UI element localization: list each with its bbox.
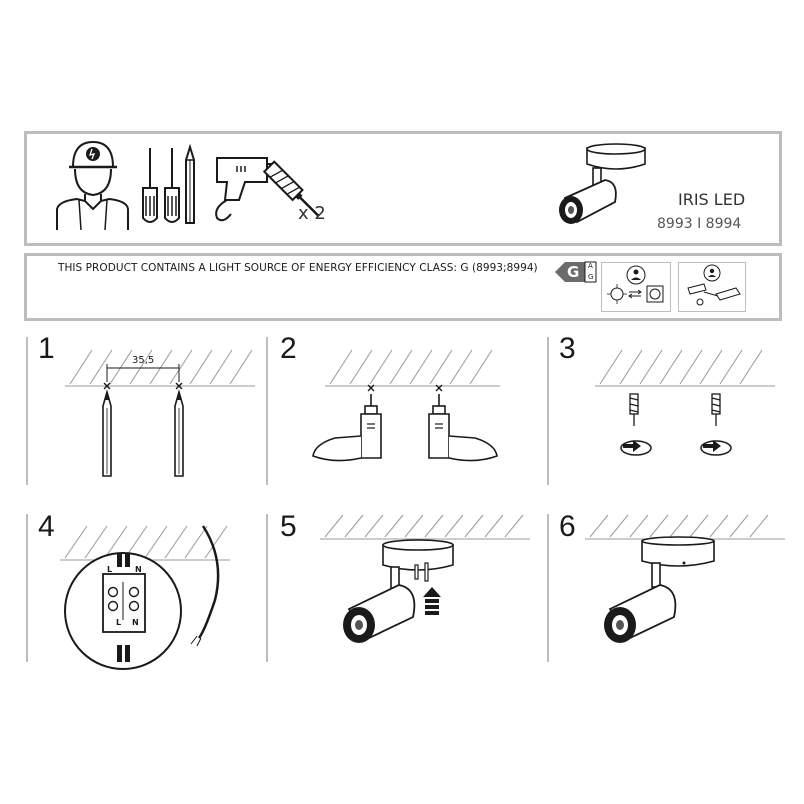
step-number: 6 <box>559 510 576 543</box>
step-number: 3 <box>559 332 576 365</box>
light-source-replaceable-icon <box>601 262 671 312</box>
hole-spacing-dimension: 35,5 <box>132 355 155 366</box>
step-6-finished-illustration <box>585 514 785 643</box>
model-numbers: 8993 I 8994 <box>657 216 742 232</box>
step-4-wiring-illustration <box>60 525 230 670</box>
step-number: 5 <box>280 510 297 543</box>
product-title: IRIS LED <box>678 190 746 209</box>
step-divider <box>26 514 28 662</box>
product-lamp-icon <box>559 143 646 224</box>
step-2-drilling-illustration <box>312 349 500 462</box>
control-gear-replaceable-icon <box>678 262 746 312</box>
step-1-marking-illustration <box>65 349 255 477</box>
energy-scale-bottom: G <box>588 273 594 281</box>
screwdrivers-icon <box>142 148 180 223</box>
energy-notice: THIS PRODUCT CONTAINS A LIGHT SOURCE OF … <box>58 262 538 274</box>
step-number: 1 <box>38 332 55 365</box>
energy-scale-top: A <box>588 262 593 270</box>
wall-plug-icon <box>262 160 320 218</box>
installer-icon <box>56 140 129 231</box>
step-divider <box>26 337 28 485</box>
energy-panel <box>24 253 782 321</box>
pencil-icon <box>185 143 195 224</box>
terminal-label-N-bottom: N <box>132 618 139 627</box>
step-divider <box>266 514 268 662</box>
energy-class-label: G A G <box>555 260 597 284</box>
step-5-mounting-illustration <box>320 514 530 643</box>
step-divider <box>547 337 549 485</box>
terminal-label-L-bottom: L <box>116 618 122 627</box>
step-divider <box>266 337 268 485</box>
energy-class-letter: G <box>567 263 580 281</box>
terminal-label-L-top: L <box>107 565 113 574</box>
header-panel <box>24 131 782 246</box>
step-3-plugs-illustration <box>595 349 775 456</box>
step-number: 2 <box>280 332 297 365</box>
quantity-label: x 2 <box>298 203 326 224</box>
terminal-label-N-top: N <box>135 565 142 574</box>
step-divider <box>547 514 549 662</box>
step-number: 4 <box>38 510 55 543</box>
